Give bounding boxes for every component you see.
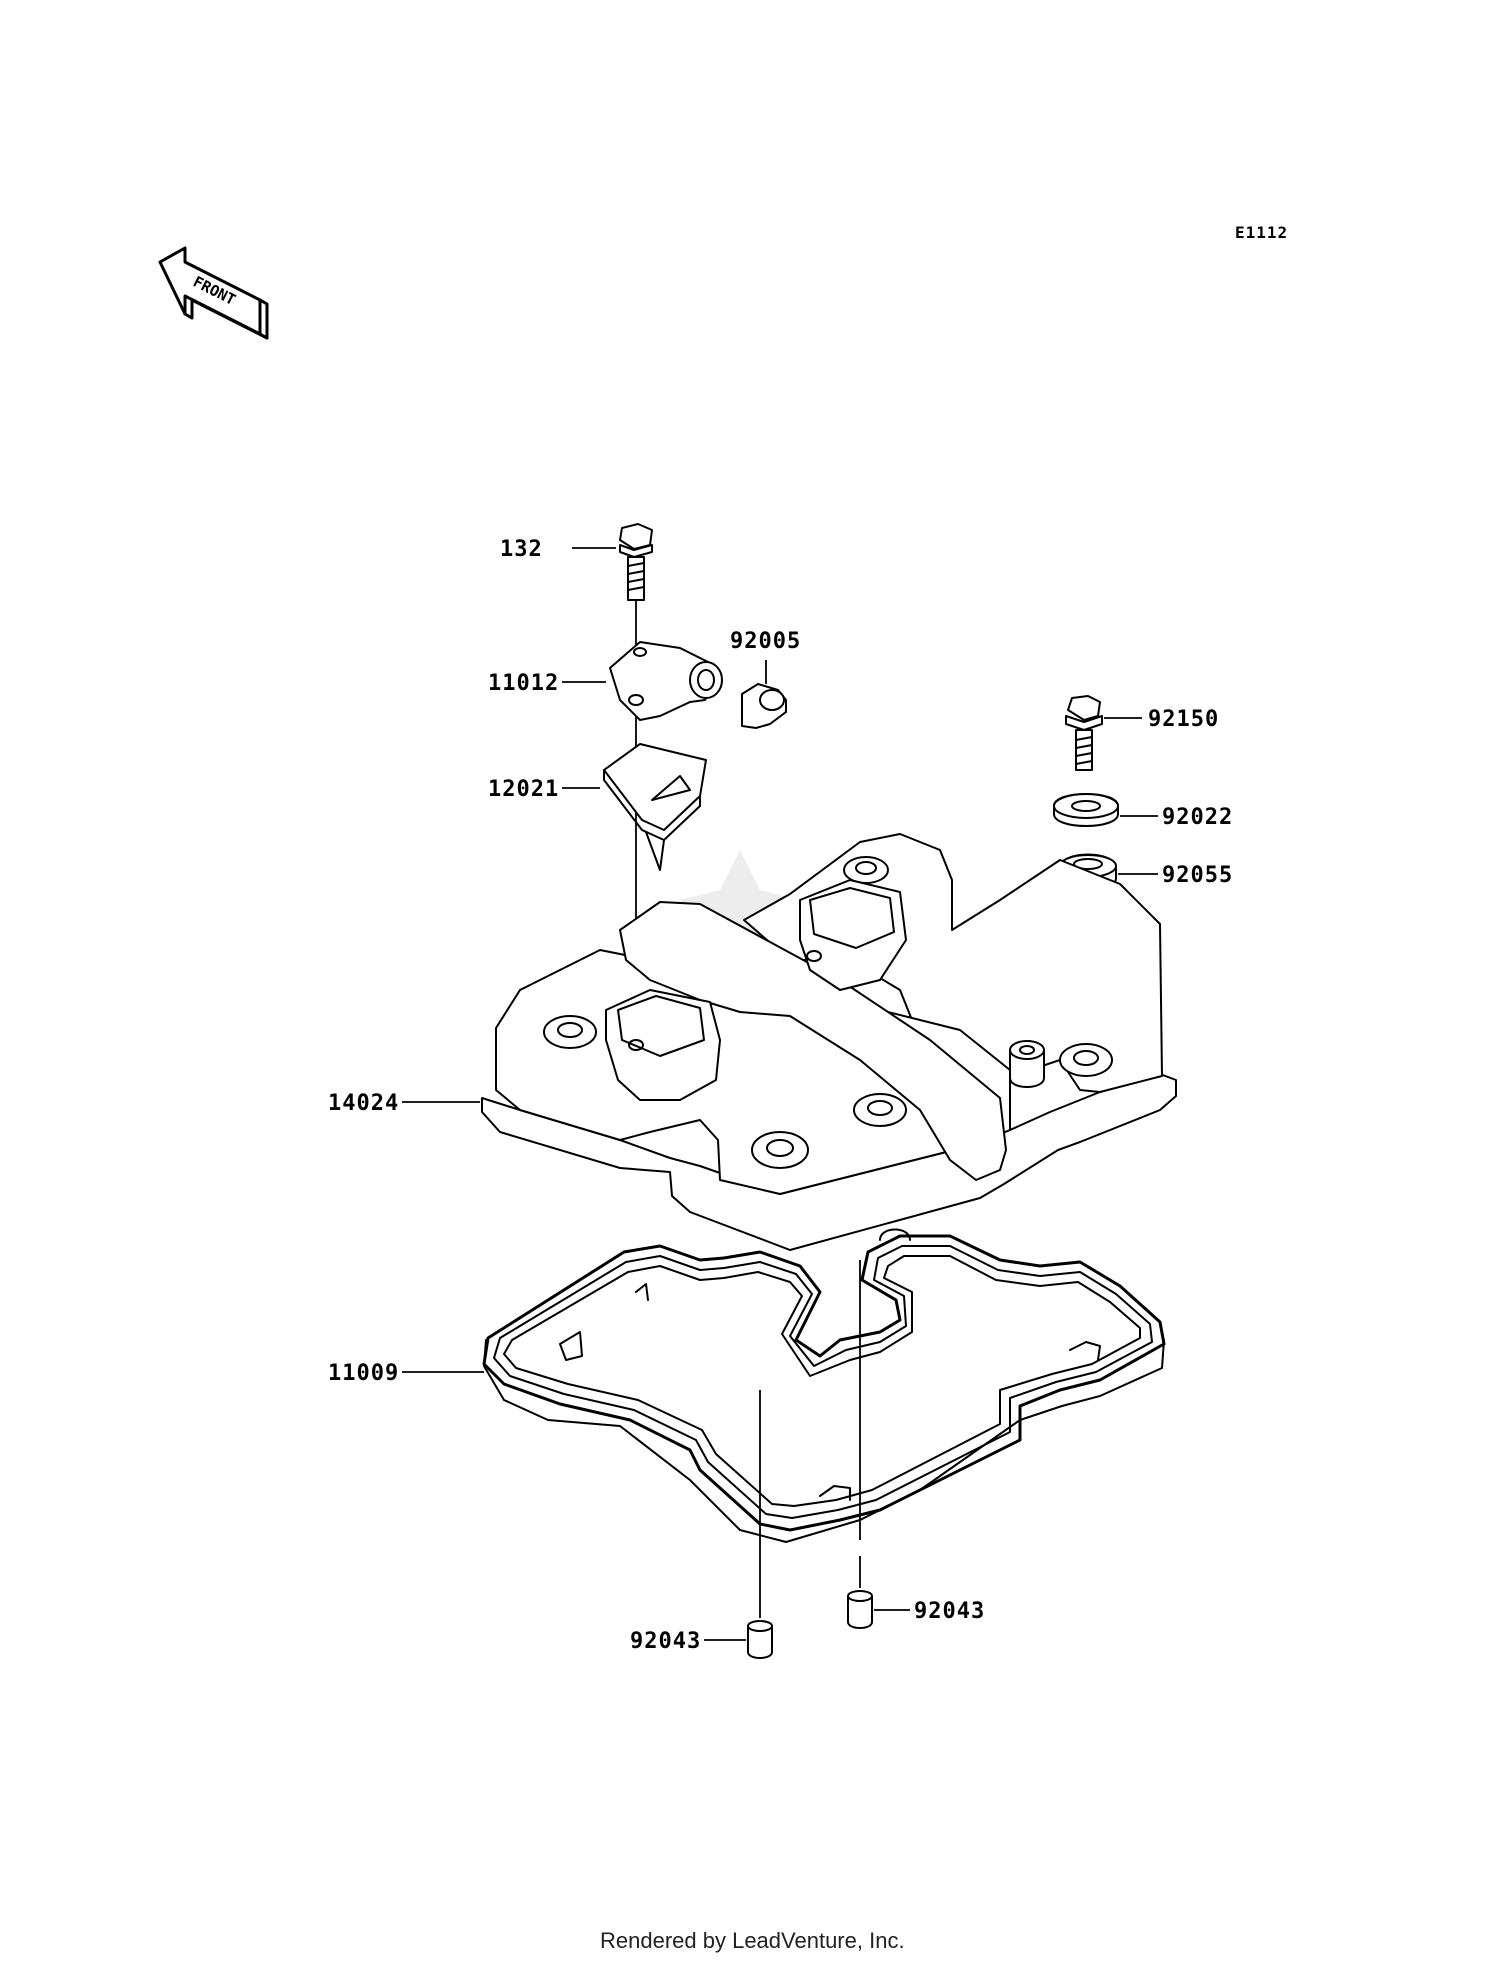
part-11012-cover[interactable]	[609, 641, 723, 721]
part-92043-dowel-b[interactable]	[847, 1590, 873, 1629]
front-arrow-icon: FRONT	[158, 246, 269, 340]
part-92043-dowel-a[interactable]	[747, 1620, 773, 1659]
part-11009-gasket[interactable]	[482, 1228, 1166, 1543]
part-14024-head-cover[interactable]	[481, 833, 1177, 1251]
part-132-bolt[interactable]	[619, 523, 653, 601]
part-label-92043b[interactable]: 92043	[914, 1599, 985, 1624]
part-label-92043a[interactable]: 92043	[630, 1629, 701, 1654]
diagram-code: E1112	[1235, 223, 1288, 242]
part-label-92022[interactable]: 92022	[1162, 805, 1233, 830]
part-label-92005[interactable]: 92005	[730, 629, 801, 654]
part-label-11009[interactable]: 11009	[328, 1361, 399, 1386]
part-92022-washer[interactable]	[1053, 793, 1119, 827]
part-label-11012[interactable]: 11012	[488, 671, 559, 696]
part-label-132[interactable]: 132	[500, 537, 543, 562]
footer-credit: Rendered by LeadVenture, Inc.	[600, 1928, 905, 1953]
part-label-14024[interactable]: 14024	[328, 1091, 399, 1116]
part-92150-bolt[interactable]	[1065, 695, 1103, 771]
part-92005-fitting[interactable]	[741, 683, 787, 729]
part-label-92055[interactable]: 92055	[1162, 863, 1233, 888]
part-label-12021[interactable]: 12021	[488, 777, 559, 802]
part-label-92150[interactable]: 92150	[1148, 707, 1219, 732]
part-12021-plate[interactable]	[603, 743, 707, 871]
